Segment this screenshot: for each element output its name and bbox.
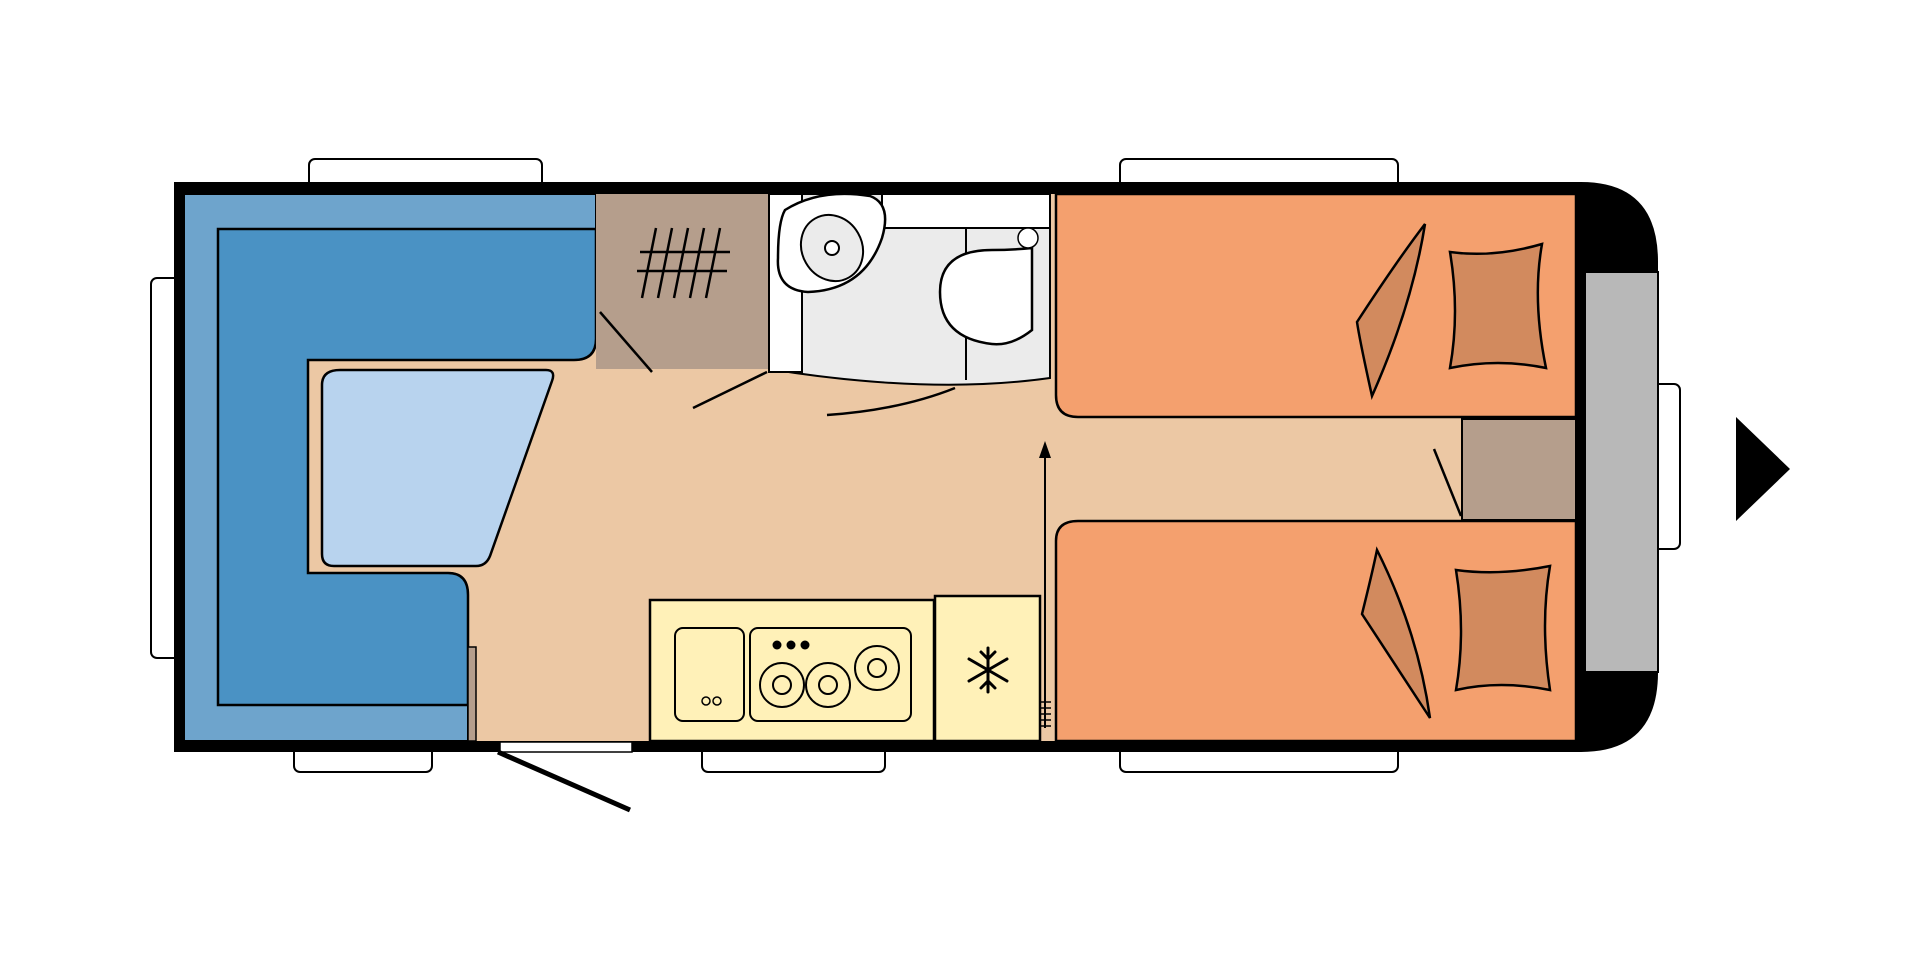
dinette-cushion: [216, 227, 598, 707]
storage-door-swing: [1432, 448, 1463, 517]
sink: [674, 627, 745, 722]
tow-direction-arrow-icon: [1736, 417, 1790, 521]
bed-lower: [1054, 519, 1578, 743]
burner-3: [854, 645, 900, 691]
bathroom-door-swing: [826, 386, 956, 417]
toilet: [938, 246, 1034, 346]
stove-knobs: [772, 640, 810, 650]
sink-drain-right: [712, 696, 722, 706]
storage-unit: [1461, 418, 1577, 521]
door-swing-lines: [599, 311, 768, 410]
ladder-steps: [1039, 701, 1051, 727]
stove: [749, 627, 912, 722]
blanket-fold-upper: [1355, 223, 1427, 400]
burner-1: [759, 662, 805, 708]
entry-door-opening: [499, 741, 633, 753]
snowflake-icon: [967, 646, 1009, 694]
door-jamb: [467, 646, 477, 742]
washbasin-drain: [824, 240, 840, 256]
dinette-table: [320, 368, 555, 568]
toilet-flush: [1017, 227, 1039, 249]
entry-door: [496, 749, 632, 813]
aisle-arrow-head-icon: [1039, 441, 1051, 458]
pillow-lower: [1454, 564, 1552, 692]
pillow-upper: [1448, 242, 1548, 370]
sink-drain-left: [701, 696, 711, 706]
wardrobe-hanger-icon: [637, 227, 730, 299]
blanket-fold-lower: [1360, 546, 1432, 719]
wardrobe: [596, 194, 769, 369]
bathroom-strip-top: [881, 193, 1051, 229]
bed-upper: [1054, 192, 1578, 419]
front-end-panel: [1584, 271, 1659, 673]
stove-burners: [759, 645, 900, 708]
burner-2: [805, 662, 851, 708]
